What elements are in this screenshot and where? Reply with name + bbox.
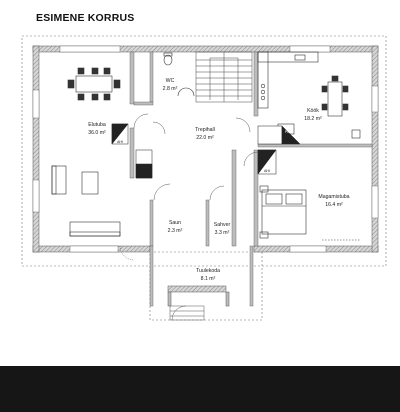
windows (32, 45, 379, 253)
staircase (195, 51, 253, 103)
stoves (111, 123, 301, 179)
dining-table-living (67, 67, 121, 101)
room-area-elutuba: 36.0 m² (88, 130, 106, 136)
bed (259, 185, 360, 241)
plan-title: ESIMENE KORRUS (36, 12, 135, 24)
tag-ahi-bedroom: AHI (264, 169, 270, 173)
interior-walls (129, 51, 373, 307)
dashed-boundary (21, 35, 387, 267)
room-area-sahver: 3.3 m² (215, 230, 230, 236)
room-label-elutuba: Elutuba (88, 122, 106, 128)
tag-ahi-hall: AHI (141, 155, 147, 159)
tag-pliit: PLIIT (285, 130, 294, 134)
entry-steps (167, 285, 230, 321)
room-area-wc: 2.8 m² (163, 86, 178, 92)
room-area-kook: 18.2 m² (304, 116, 322, 122)
room-label-magamistuba: Magamistuba (318, 194, 349, 200)
room-label-sahver: Sahver (214, 222, 231, 228)
room-label-wc: WC (166, 78, 175, 84)
tag-ahi-living: AHI (117, 140, 123, 144)
door-swings (119, 113, 259, 321)
room-label-saun: Saun (169, 220, 181, 226)
room-label-trepihall: Trepihall (195, 127, 215, 133)
floor-plan: Elutuba 36.0 m² WC 2.8 m² Trepihall 22.0… (21, 35, 387, 321)
dining-table-kitchen (321, 75, 361, 139)
room-area-trepihall: 22.0 m² (196, 135, 214, 141)
room-label-tuulekoda: Tuulekoda (196, 268, 220, 274)
living-furniture (51, 165, 121, 237)
room-label-kook: Köök (307, 108, 319, 114)
footer-band (0, 366, 400, 412)
wc-fixtures (163, 52, 195, 97)
room-area-magamistuba: 16.4 m² (325, 202, 343, 208)
room-area-saun: 2.3 m² (168, 228, 183, 234)
room-area-tuulekoda: 8.1 m² (201, 276, 216, 282)
exterior-walls (32, 45, 379, 253)
